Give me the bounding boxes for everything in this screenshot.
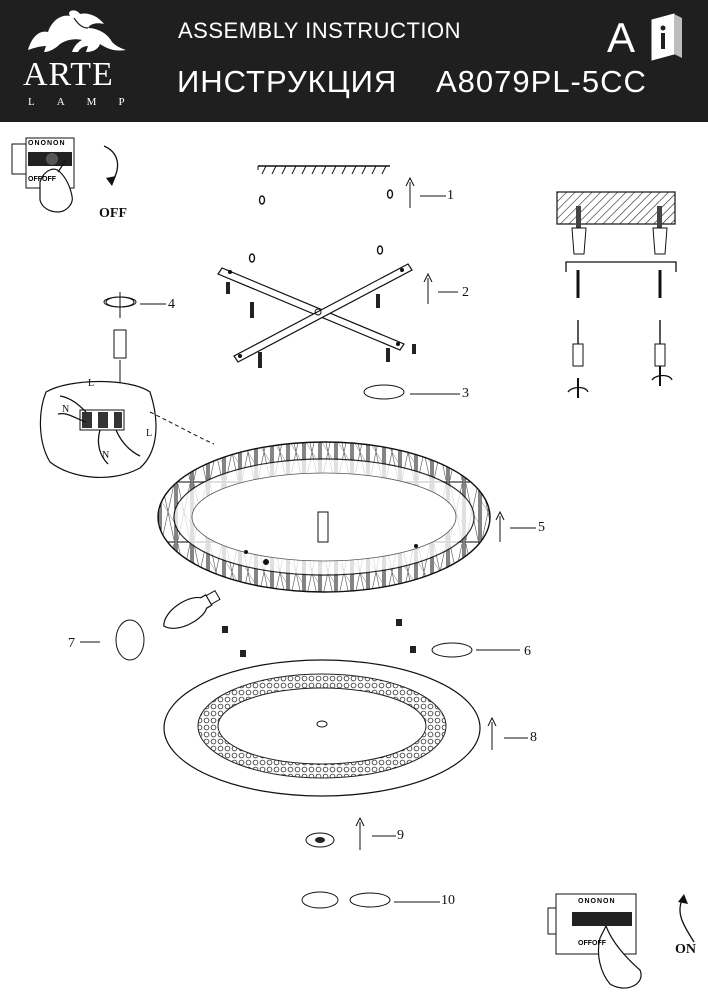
switch-off-label: OFF [99, 206, 127, 221]
crystal-ring-body [157, 441, 491, 593]
brand-subtitle: LAMP [28, 96, 147, 108]
info-book-icon [651, 13, 682, 61]
step-5-label: 5 [538, 520, 545, 535]
wire-l-label: L [88, 378, 95, 389]
header-bar: ARTE LAMP ASSEMBLY INSTRUCTION ИНСТРУКЦИ… [0, 0, 708, 122]
step-6-label: 6 [524, 644, 531, 659]
title-russian: ИНСТРУКЦИЯ [177, 64, 398, 99]
glass-diffuser [163, 659, 481, 797]
wiring-detail [39, 292, 215, 478]
model-number: A8079PL-5CC [436, 64, 647, 99]
turn-on-arrow-icon [679, 899, 695, 943]
decorative-cap [301, 891, 339, 909]
griffin-logo-icon [28, 10, 126, 52]
wire-n-label: N [62, 404, 70, 415]
breaker-switch-off [11, 137, 75, 213]
step-7-label: 7 [68, 636, 75, 651]
ceiling-line [257, 165, 394, 205]
wall-anchor-detail [556, 191, 677, 398]
wire-n2-label: N [102, 450, 110, 461]
assembly-diagram [11, 137, 695, 989]
breaker-switch-on [547, 893, 642, 989]
bulb-sockets [222, 619, 416, 657]
step-3-label: 3 [462, 386, 469, 401]
step-10-label: 10 [441, 893, 455, 908]
direction-arrows [80, 176, 536, 908]
title-english: ASSEMBLY INSTRUCTION [178, 18, 462, 43]
mounting-cross-bracket [217, 245, 416, 368]
step-9-label: 9 [397, 828, 404, 843]
washer [305, 832, 335, 848]
arrow-head-icon [106, 176, 116, 186]
switch-on-on-labels: ONONON [578, 898, 616, 905]
step-8-label: 8 [530, 730, 537, 745]
section-letter: A [607, 14, 636, 61]
step-4-label: 4 [168, 297, 175, 312]
switch-on-off-labels: OFFOFF [578, 940, 606, 947]
switch-off-on-labels: ONONON [28, 140, 66, 147]
switch-off-off-labels: OFFOFF [28, 176, 56, 183]
switch-on-label: ON [675, 942, 696, 957]
step-1-label: 1 [447, 188, 454, 203]
step-2-label: 2 [462, 285, 469, 300]
candle-bulb [163, 589, 221, 629]
brand-name: ARTE [23, 56, 114, 93]
wire-l2-label: L [146, 428, 153, 439]
arrow-head-icon [678, 894, 688, 904]
